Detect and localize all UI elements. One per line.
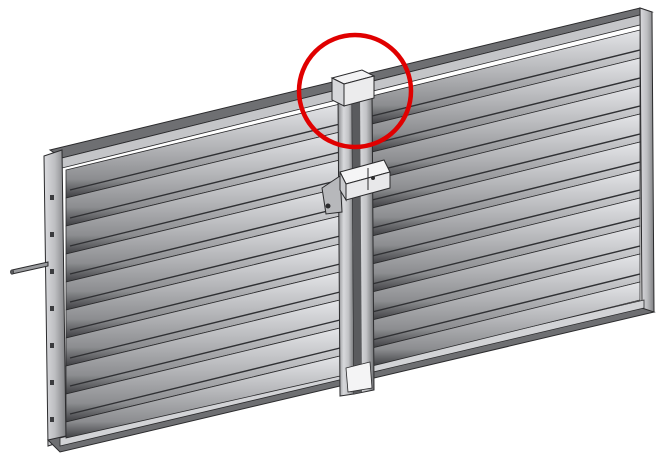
actuator-shaft xyxy=(10,261,49,275)
left-blade-section xyxy=(65,103,341,439)
right-blade-section xyxy=(371,29,641,367)
center-mullion xyxy=(337,85,375,397)
linkage-bracket xyxy=(321,159,391,215)
top-bracket xyxy=(330,69,376,107)
highlight-circle xyxy=(296,32,414,150)
